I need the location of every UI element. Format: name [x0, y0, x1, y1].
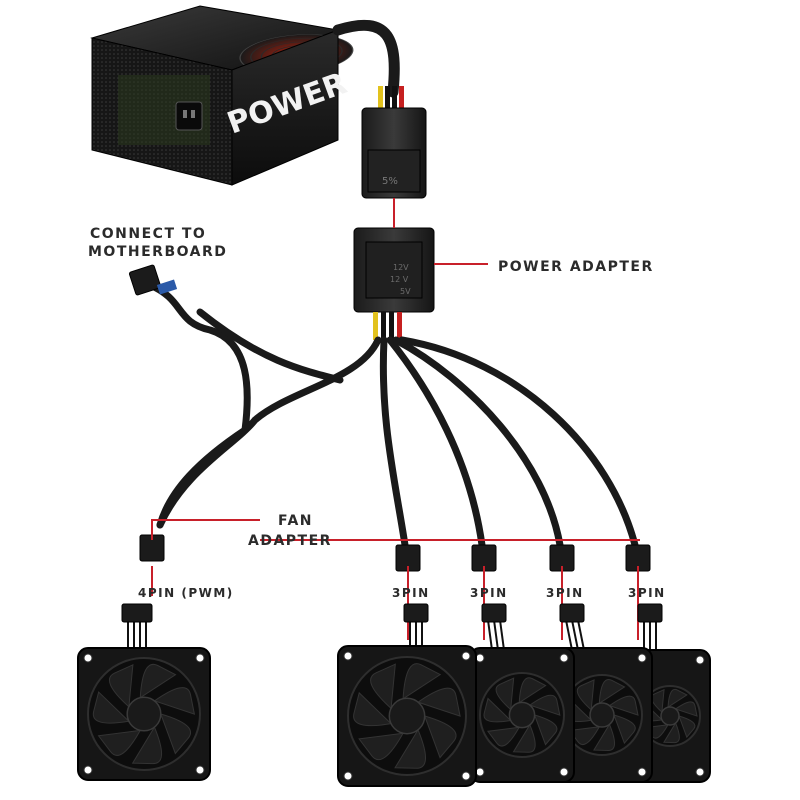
fan-blade [678, 715, 696, 739]
fan-blade [533, 714, 558, 746]
fan-blade [423, 715, 457, 759]
pin-3-label-3: 3PIN [546, 586, 584, 600]
fan-adapter-label-line2: ADAPTER [248, 533, 332, 549]
fan-blade [674, 701, 698, 717]
leader-lines [151, 198, 640, 640]
fan-blade [518, 677, 547, 704]
fan-blade [608, 695, 639, 716]
psu-molex-connector: 5% [361, 107, 427, 199]
fan-screw-hole [559, 767, 569, 777]
fan-blade [512, 723, 536, 753]
fan-screw-hole [343, 771, 353, 781]
pin-3-label-1: 3PIN [392, 586, 430, 600]
fan-screw-hole [637, 767, 647, 777]
adapter-marking-top: 12V [393, 263, 409, 272]
fan-screw-hole [695, 655, 705, 665]
fan-blade [402, 663, 442, 700]
fan-blade [613, 714, 636, 745]
psu-wire-colors [378, 86, 404, 116]
power-socket [175, 101, 203, 131]
psu-connector-marking: 5% [382, 176, 398, 187]
fan-blade [667, 688, 688, 709]
pin-3-label-2: 3PIN [470, 586, 508, 600]
fan-hub [660, 706, 680, 726]
fan-hub [508, 701, 536, 729]
fan-blade [92, 691, 130, 724]
connect-to-label-line1: CONNECT TO [90, 226, 206, 242]
fan-screw-hole [195, 765, 205, 775]
fan-screw-hole [195, 653, 205, 663]
pin-pwm-label: 4PIN (PWM) [138, 586, 234, 600]
fan-blade [131, 726, 163, 765]
fan-blade [483, 697, 512, 723]
power-supply-unit: POWER [90, 5, 354, 186]
power-adapter-label: POWER ADAPTER [498, 259, 654, 275]
fan-cable-connectors [139, 534, 651, 572]
fan-blade [576, 679, 595, 711]
fan-screw-hole [559, 653, 569, 663]
fan-hub [126, 696, 162, 732]
adapter-wire-colors [373, 312, 402, 340]
psu-output-cable [332, 19, 400, 98]
fan-blade [97, 729, 142, 756]
fan-blade [593, 723, 616, 751]
fan-screw-hole [83, 765, 93, 775]
pin-3-label-4: 3PIN [628, 586, 666, 600]
fan-screw-hole [475, 653, 485, 663]
fan-blade [663, 721, 680, 744]
fans [77, 645, 711, 787]
fan-screw-hole [637, 653, 647, 663]
fan-3pin-1 [337, 645, 477, 787]
fan-hub [589, 702, 615, 728]
fan-screw-hole [343, 651, 353, 661]
motherboard-connector [128, 264, 178, 296]
fan-screw-hole [461, 771, 471, 781]
fan-blade [370, 663, 396, 710]
fan-pwm [77, 647, 211, 781]
connect-to-label-line2: MOTHERBOARD [88, 244, 227, 260]
fan-blade [353, 691, 393, 727]
fan-screw-hole [461, 651, 471, 661]
fan-blade [486, 726, 521, 747]
fan-blade [358, 732, 404, 761]
fan-screw-hole [695, 767, 705, 777]
fan-blade [568, 726, 601, 746]
fan-blade [495, 677, 515, 711]
adapter-molex-connector: 12V 12 V 5V [353, 227, 435, 313]
fan-blade [394, 728, 426, 769]
adapter-marking-line3: 5V [400, 287, 411, 296]
fan-screw-hole [83, 653, 93, 663]
fan-blade [598, 679, 626, 705]
adapter-marking-line2: 12 V [390, 275, 409, 284]
fan-blade [528, 694, 561, 716]
fan-adapter-label-line1: FAN [278, 513, 313, 529]
fan-blade [159, 713, 192, 755]
fan-blade [153, 687, 196, 715]
fan-blade [108, 664, 134, 708]
fan-3pin-2 [469, 647, 575, 783]
braided-cables [146, 281, 639, 549]
fan-blade [416, 687, 461, 717]
fan-pigtails [121, 603, 663, 651]
fan-hub [388, 697, 426, 735]
fan-blade [139, 663, 177, 699]
fan-screw-hole [475, 767, 485, 777]
